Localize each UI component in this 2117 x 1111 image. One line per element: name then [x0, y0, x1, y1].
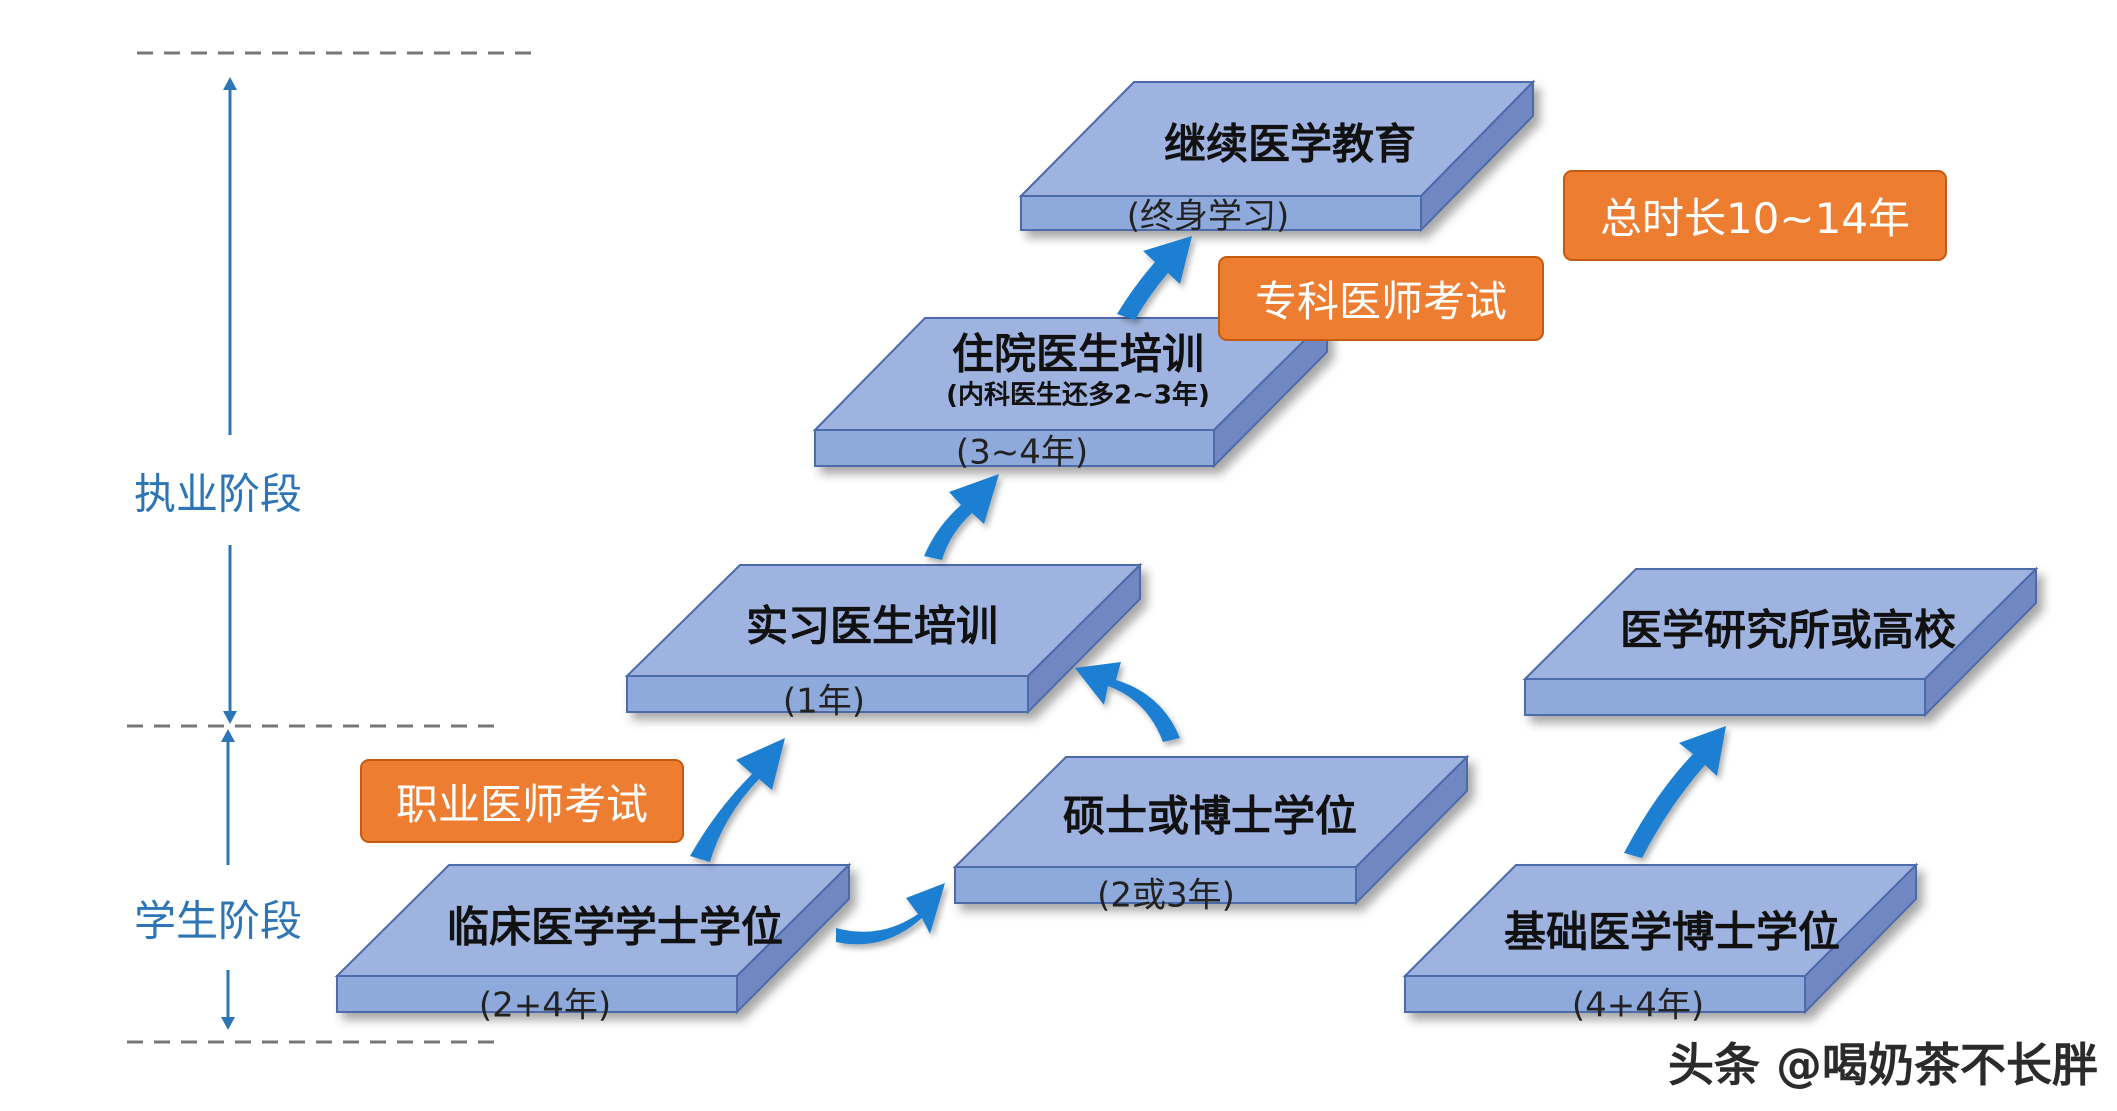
arrow-basic-phd-to-institute [1624, 726, 1726, 858]
stage-duration-intern-training: (1年) [782, 681, 866, 722]
stage-duration-clinical-bachelor: (2+4年) [478, 985, 612, 1026]
stage-duration-continuing-education: (终身学习) [1126, 196, 1290, 237]
tag-total-duration: 总时长10~14年 [1563, 170, 1947, 261]
slab-clinical-bachelor [334, 862, 852, 1015]
slab-continuing-education [1018, 79, 1536, 233]
slab-resident-training [812, 315, 1330, 469]
stage-duration-resident-training: (3~4年) [955, 432, 1089, 473]
slab-research-institute [1522, 566, 2039, 718]
stage-duration-master-phd: (2或3年) [1097, 875, 1235, 916]
arrow-resident-to-continuing [1117, 236, 1192, 320]
stage-title-research-institute: 医学研究所或高校 [1619, 605, 1957, 655]
practice-phase-range-arrow [223, 77, 237, 724]
slab-basic-medicine-phd [1402, 862, 1919, 1015]
stage-duration-basic-medicine-phd: (4+4年) [1571, 985, 1705, 1026]
stage-title-basic-medicine-phd: 基础医学博士学位 [1503, 907, 1841, 957]
arrow-bachelor-to-master [836, 883, 945, 945]
stage-title-clinical-bachelor: 临床医学学士学位 [446, 902, 784, 952]
arrow-bachelor-to-intern [690, 738, 785, 862]
stage-title-resident-training: 住院医生培训 [951, 329, 1205, 379]
stage-note-resident-training: (内科医生还多2~3年) [946, 380, 1210, 411]
stage-title-intern-training: 实习医生培训 [745, 601, 999, 651]
tag-specialist-exam: 专科医师考试 [1218, 256, 1544, 341]
slab-master-phd [952, 754, 1470, 906]
watermark-text: 头条 @喝奶茶不长胖 [1667, 1038, 2098, 1092]
phase-label-student: 学生阶段 [133, 896, 303, 946]
student-phase-range-arrow [221, 729, 235, 1030]
phase-label-practice: 执业阶段 [133, 469, 303, 519]
stage-title-master-phd: 硕士或博士学位 [1062, 791, 1358, 841]
arrow-master-to-intern [1075, 662, 1180, 742]
slab-intern-training [624, 562, 1143, 715]
stage-title-continuing-education: 继续医学教育 [1163, 119, 1417, 169]
arrow-intern-to-resident [924, 474, 999, 560]
tag-practitioner-exam: 职业医师考试 [360, 759, 684, 843]
